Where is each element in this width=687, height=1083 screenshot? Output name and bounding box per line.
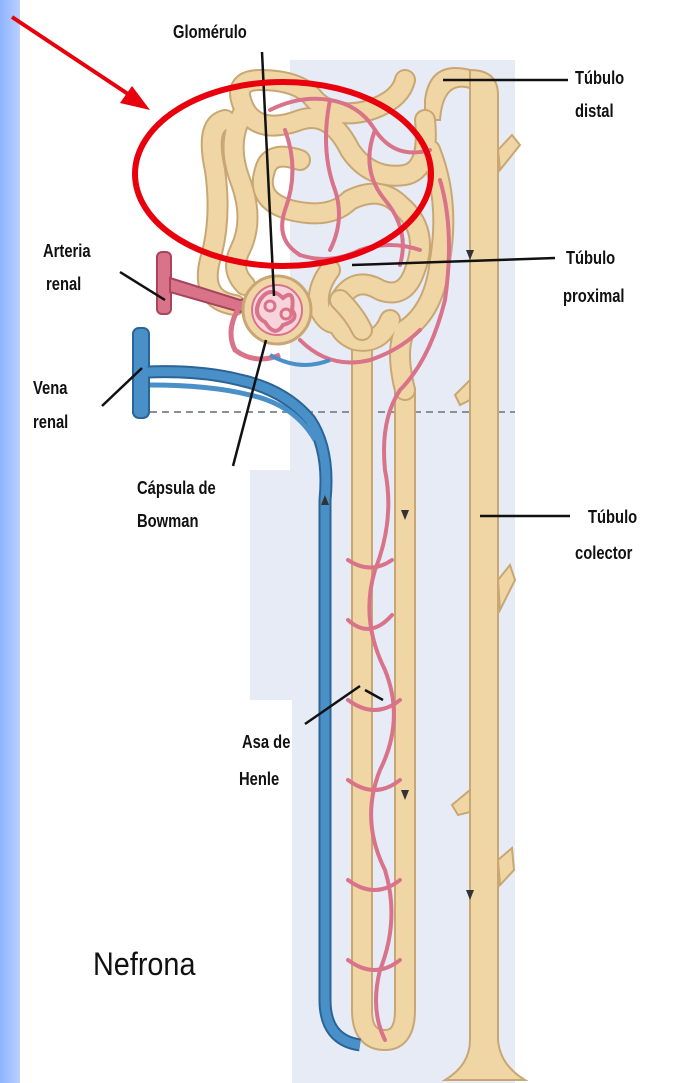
label-tubulo-distal-line2: distal — [575, 99, 614, 123]
label-arteria-renal-line1: Arteria — [43, 239, 91, 263]
label-tubulo-proximal-line2: proximal — [563, 284, 625, 308]
diagram-title: Nefrona — [93, 946, 195, 983]
label-vena-renal-line1: Vena — [33, 376, 67, 400]
label-asa-henle-line2: Henle — [239, 767, 279, 791]
label-tubulo-distal-line1: Túbulo — [575, 66, 624, 90]
label-arteria-renal-line2: renal — [46, 272, 81, 296]
label-tubulo-proximal-line1: Túbulo — [566, 246, 615, 270]
label-glomerulo: Glomérulo — [173, 20, 247, 44]
highlight-arrow-line — [12, 17, 134, 98]
glomerulus — [243, 276, 311, 344]
label-capsula-bowman-line1: Cápsula de — [137, 476, 216, 500]
label-vena-renal-line2: renal — [33, 410, 68, 434]
label-tubulo-colector-line2: colector — [575, 541, 632, 565]
label-tubulo-colector-line1: Túbulo — [588, 505, 637, 529]
label-capsula-bowman-line2: Bowman — [137, 509, 199, 533]
label-asa-henle-line1: Asa de — [242, 730, 290, 754]
